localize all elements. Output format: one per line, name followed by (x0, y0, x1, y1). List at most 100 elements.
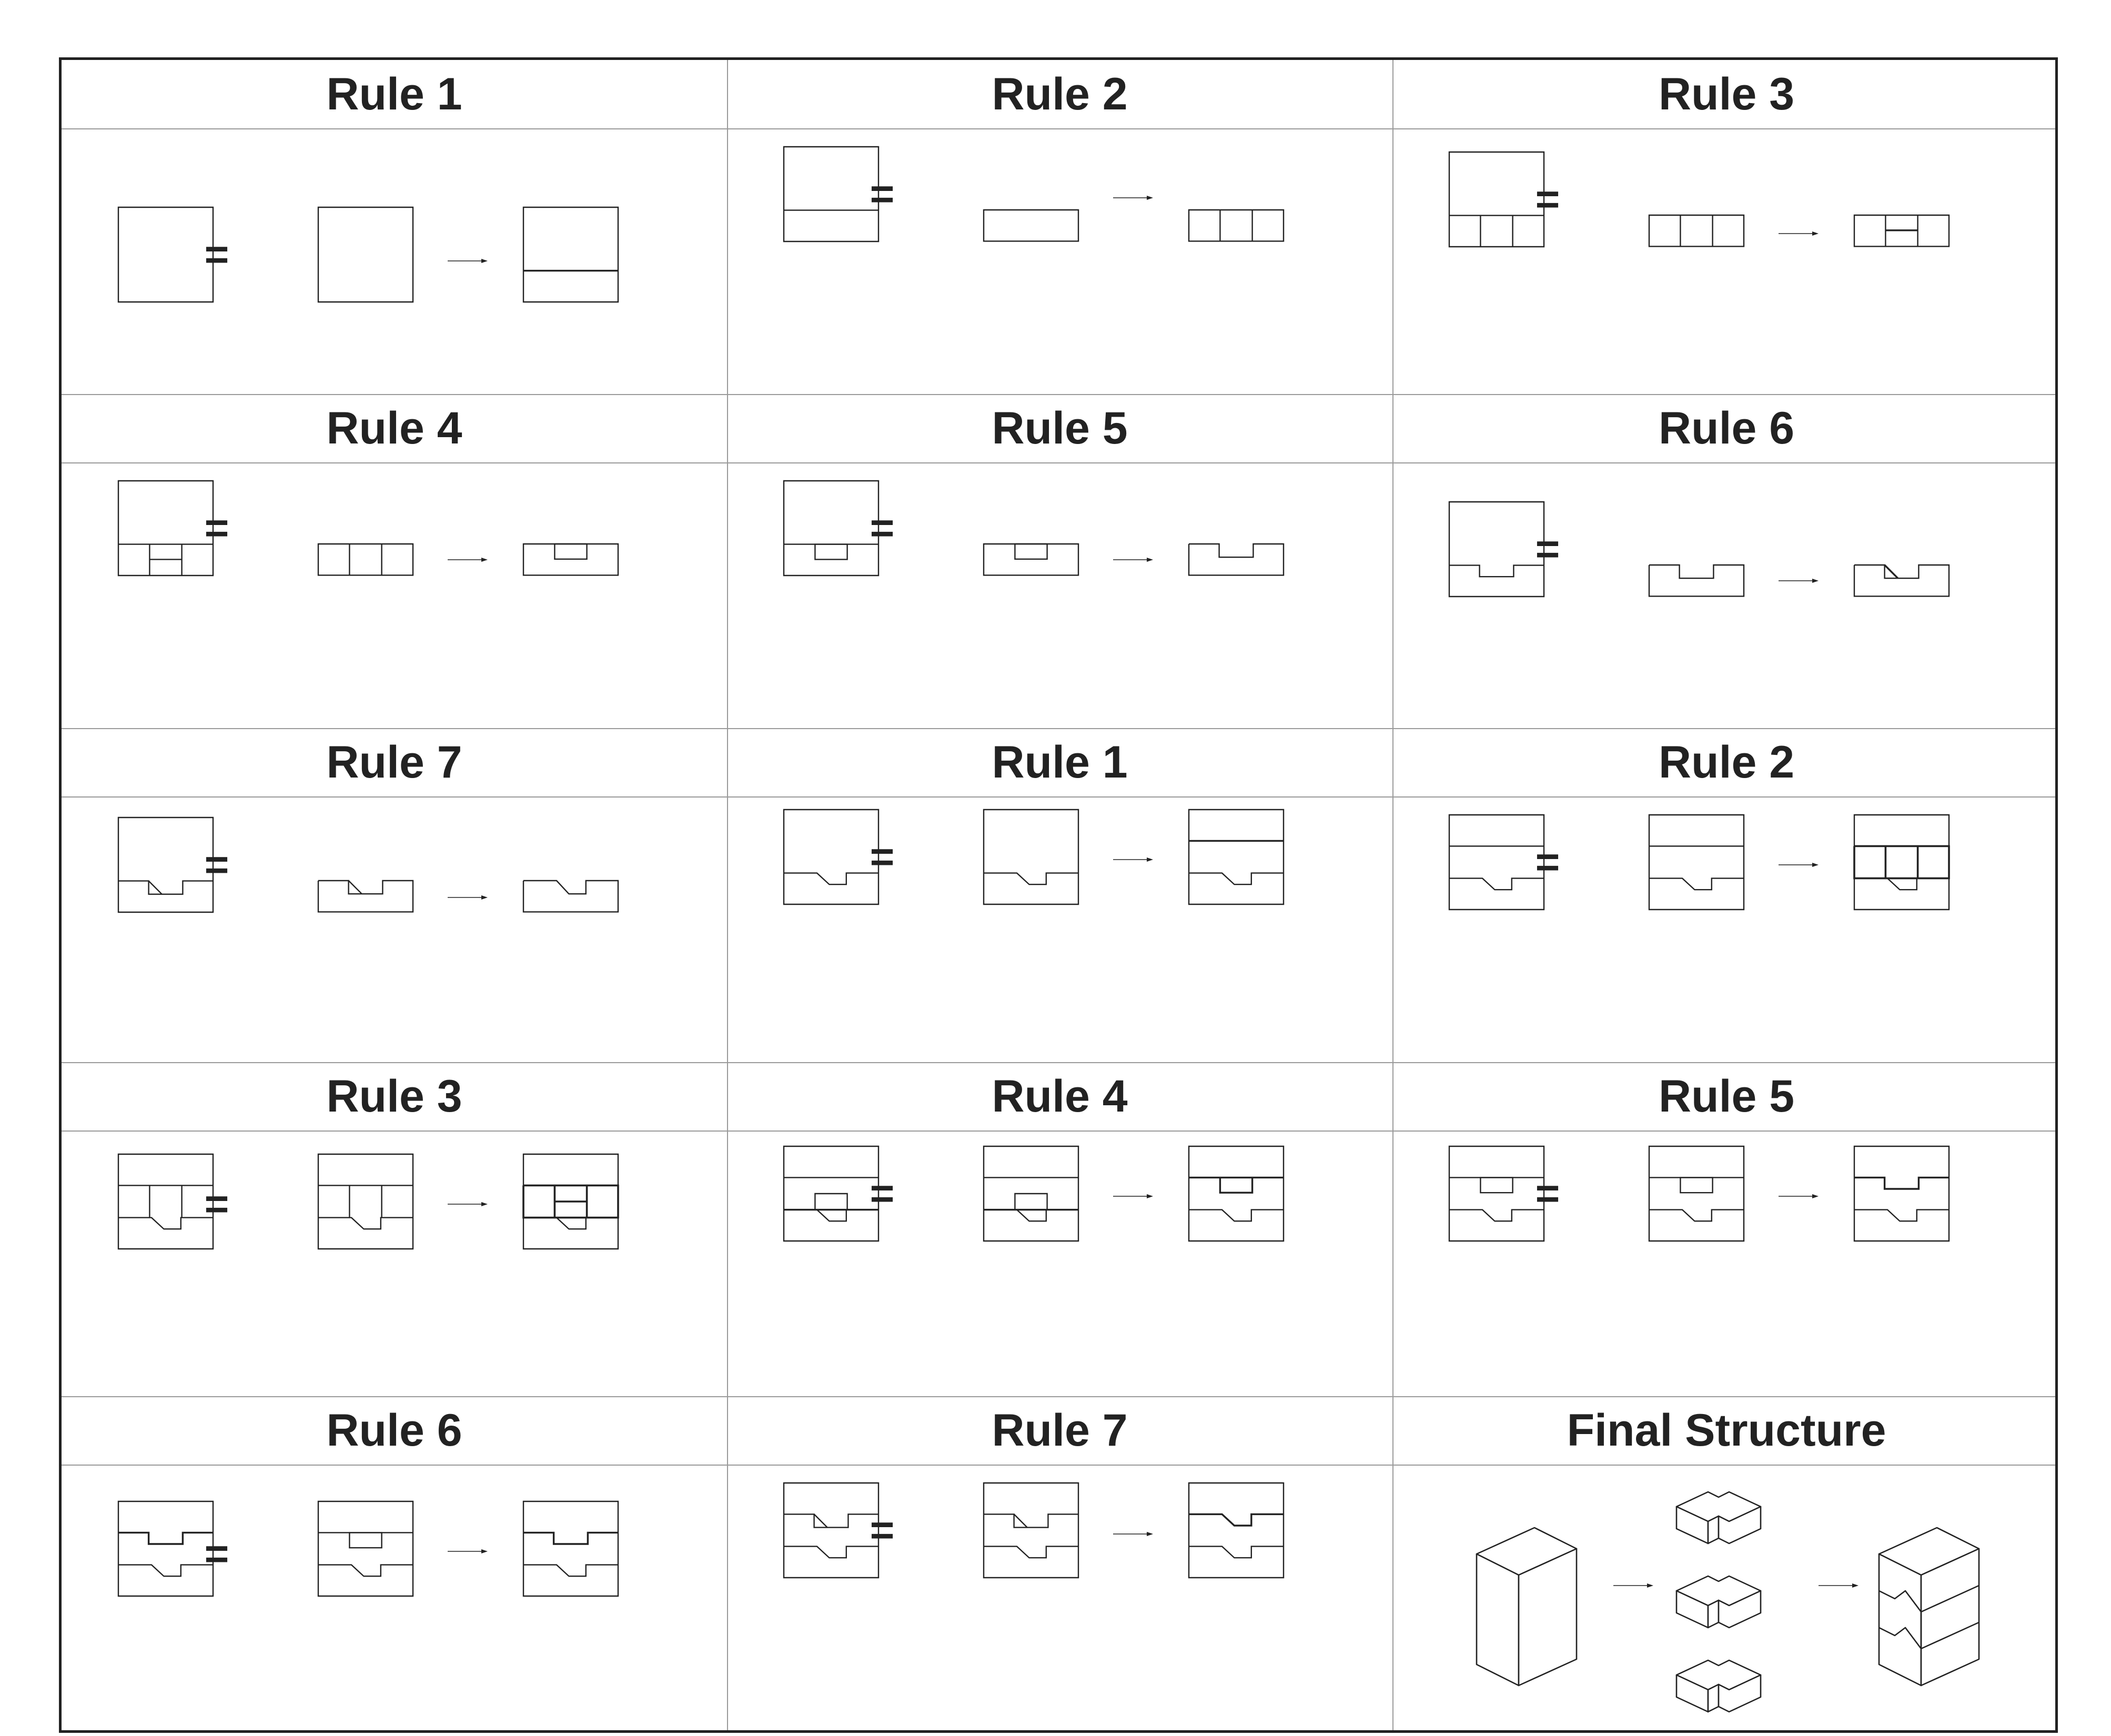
row-divider (62, 394, 2055, 395)
equals-sign: = (870, 1170, 895, 1217)
cell-title: Rule 5 (992, 403, 1128, 453)
rule-shape-left (118, 817, 213, 912)
rule-cell: = (727, 796, 1392, 1062)
equals-sign: = (204, 504, 229, 551)
cell-drawing (1392, 796, 2061, 1062)
cell-title: Rule 5 (1658, 1071, 1795, 1122)
rule-shape-middle (1649, 1146, 1744, 1241)
cell-title: Rule 7 (992, 1405, 1128, 1456)
cell-title: Rule 4 (992, 1071, 1128, 1122)
arrow-icon (1779, 1194, 1819, 1198)
arrow-icon (1113, 857, 1153, 862)
rule-cell: = (1392, 128, 2061, 394)
equals-sign: = (870, 170, 895, 217)
title-divider (62, 796, 2055, 798)
rule-shape-left (118, 1154, 213, 1249)
rule-shape-left (1449, 815, 1544, 910)
title-divider (62, 128, 2055, 129)
final-structure-cell (1392, 1465, 2061, 1735)
title-divider (62, 462, 2055, 463)
rule-cell: = (62, 1131, 727, 1396)
rule-cell: = (62, 1465, 727, 1735)
arrow-icon (448, 895, 488, 900)
rule-shape-middle (984, 544, 1078, 575)
arrow-icon (448, 1202, 488, 1206)
row-divider (62, 1396, 2055, 1397)
rule-shape-left (118, 1501, 213, 1596)
cell-drawing (1392, 128, 2061, 394)
rule-shape-result (1854, 815, 1949, 910)
cell-drawing (727, 1465, 1392, 1735)
cell-title: Final Structure (1567, 1405, 1886, 1456)
arrow-icon (448, 558, 488, 562)
title-divider (62, 1131, 2055, 1132)
equals-sign: = (204, 231, 229, 278)
iso-piece-middle (1676, 1576, 1761, 1628)
rule-shape-result (523, 207, 618, 302)
rule-shape-result (1854, 215, 1949, 246)
iso-block-final (1879, 1528, 1979, 1685)
cell-drawing (727, 128, 1392, 394)
iso-piece-top (1676, 1492, 1761, 1543)
rule-shape-result (1189, 810, 1284, 904)
arrow-icon (1779, 863, 1819, 867)
rule-shape-result (523, 1501, 618, 1596)
equals-sign: = (1535, 176, 1560, 223)
rule-shape-middle (1649, 815, 1744, 910)
rule-cell: = (62, 128, 727, 394)
rule-shape-result (523, 544, 618, 575)
rule-shape-left (1449, 1146, 1544, 1241)
column-divider (1392, 60, 1393, 1730)
rule-shape-middle (318, 1154, 413, 1249)
arrow-icon (1819, 1583, 1859, 1588)
equals-sign: = (204, 1530, 229, 1577)
rule-cell: = (727, 462, 1392, 728)
rule-cell: = (727, 128, 1392, 394)
rule-shape-left (1449, 152, 1544, 247)
cell-drawing (1392, 1465, 2061, 1735)
equals-sign: = (1535, 1170, 1560, 1217)
rule-shape-result (523, 1154, 618, 1249)
arrow-icon (1779, 231, 1819, 236)
rule-shape-middle (984, 1483, 1078, 1578)
rule-shape-result (1189, 1146, 1284, 1241)
cell-title: Rule 1 (326, 69, 462, 119)
rule-shape-left (118, 207, 213, 302)
rule-shape-middle (318, 1501, 413, 1596)
cell-drawing (727, 796, 1392, 1062)
cell-drawing (62, 128, 727, 394)
rule-shape-middle (1649, 215, 1744, 246)
equals-sign: = (1535, 839, 1560, 885)
row-divider (62, 728, 2055, 729)
rule-grid: Rule 1 = Rule 2 = Rule 3 = Rule 4 = Rule 5 = Rule … (59, 57, 2058, 1733)
iso-block-initial (1477, 1528, 1577, 1685)
cell-title: Rule 3 (326, 1071, 462, 1122)
rule-shape-result (1854, 1146, 1949, 1241)
cell-drawing (727, 462, 1392, 728)
cell-title: Rule 1 (992, 737, 1128, 788)
rule-cell: = (62, 462, 727, 728)
rule-shape-left (784, 147, 878, 241)
equals-sign: = (204, 1180, 229, 1227)
rule-shape-left (784, 1483, 878, 1578)
rule-shape-left (784, 1146, 878, 1241)
cell-title: Rule 2 (1658, 737, 1795, 788)
rule-cell: = (727, 1465, 1392, 1735)
rule-shape-left (784, 810, 878, 904)
cell-drawing (62, 1465, 727, 1735)
arrow-icon (1779, 579, 1819, 583)
rule-shape-middle (318, 881, 413, 912)
rule-shape-middle (984, 210, 1078, 241)
cell-drawing (727, 1131, 1392, 1396)
cell-drawing (1392, 1131, 2061, 1396)
title-divider (62, 1465, 2055, 1466)
column-divider (727, 60, 728, 1730)
rule-shape-middle (318, 544, 413, 575)
row-divider (62, 1062, 2055, 1063)
equals-sign: = (870, 504, 895, 551)
rule-shape-middle (1649, 565, 1744, 596)
cell-drawing (62, 796, 727, 1062)
arrow-icon (1113, 1194, 1153, 1198)
iso-piece-bottom (1676, 1660, 1761, 1712)
rule-shape-left (1449, 502, 1544, 597)
